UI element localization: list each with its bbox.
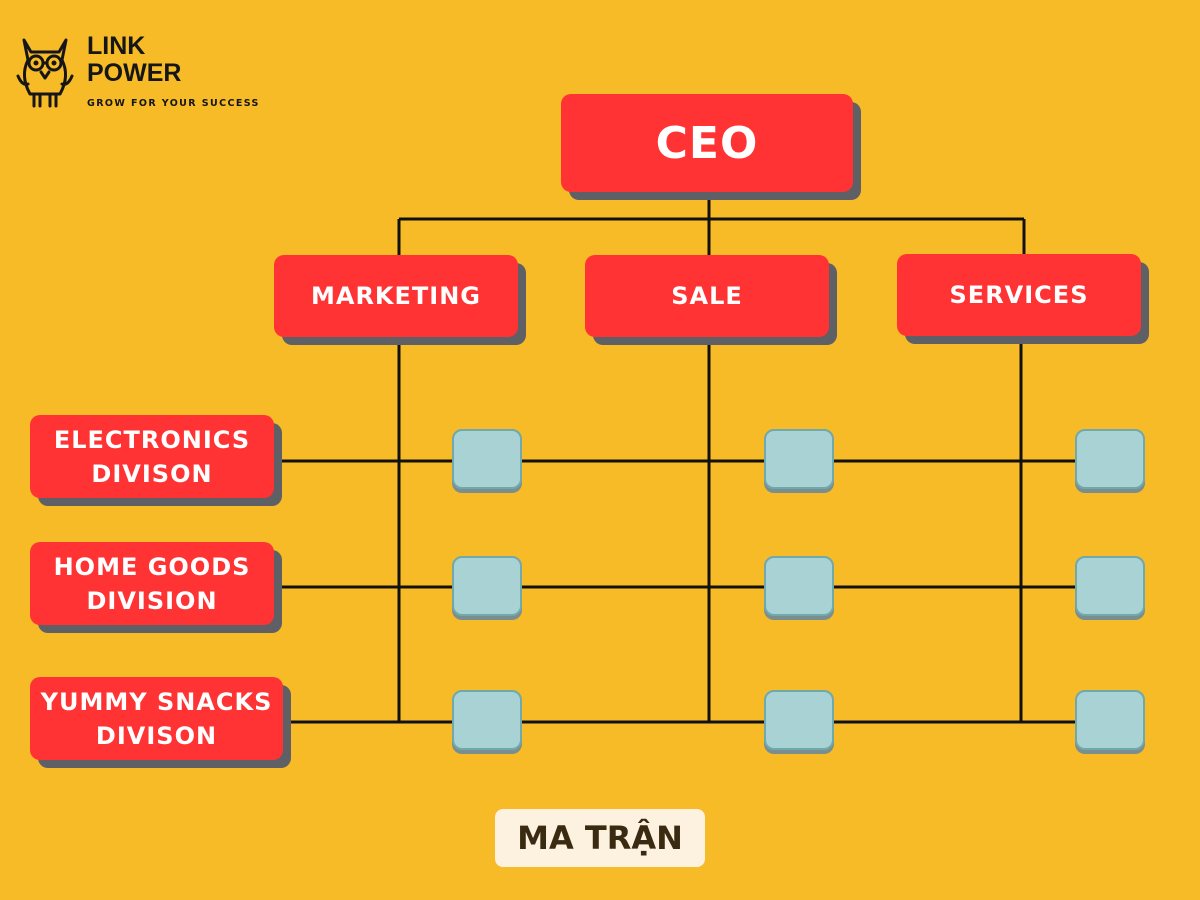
logo-slogan: GROW FOR YOUR SUCCESS — [87, 98, 260, 109]
division-box-electronics: ELECTRONICS DIVISON — [30, 415, 274, 498]
function-box-marketing: MARKETING — [274, 255, 518, 337]
ceo-box: CEO — [561, 94, 853, 192]
division-label-line2: DIVISON — [91, 459, 213, 488]
division-label-line1: ELECTRONICS — [53, 425, 251, 454]
owl-icon — [16, 38, 74, 108]
matrix-cell — [1075, 690, 1145, 750]
matrix-cell — [452, 690, 522, 750]
division-box-yummy-snacks: YUMMY SNACKS DIVISON — [30, 677, 283, 760]
division-label-line2: DIVISON — [95, 721, 218, 750]
caption-label: MA TRẬN — [517, 819, 683, 857]
matrix-cell — [452, 556, 522, 616]
logo — [14, 36, 76, 110]
logo-wordmark: LINK POWER — [87, 33, 181, 87]
matrix-cell — [452, 429, 522, 489]
function-label-services: SERVICES — [949, 281, 1089, 309]
caption-badge: MA TRẬN — [495, 809, 705, 867]
logo-line-2: POWER — [87, 59, 182, 87]
ceo-label: CEO — [655, 117, 759, 169]
function-label-sale: SALE — [671, 282, 743, 310]
matrix-cell — [764, 690, 834, 750]
division-label-line1: YUMMY SNACKS — [40, 687, 273, 716]
matrix-cell — [1075, 556, 1145, 616]
division-label-line1: HOME GOODS — [53, 552, 251, 581]
function-box-services: SERVICES — [897, 254, 1141, 336]
matrix-cell — [764, 556, 834, 616]
division-label-line2: DIVISION — [86, 586, 218, 615]
matrix-cell — [764, 429, 834, 489]
matrix-cell — [1075, 429, 1145, 489]
function-label-marketing: MARKETING — [310, 282, 481, 310]
division-box-home-goods: HOME GOODS DIVISION — [30, 542, 274, 625]
logo-line-1: LINK — [87, 32, 146, 60]
function-box-sale: SALE — [585, 255, 829, 337]
